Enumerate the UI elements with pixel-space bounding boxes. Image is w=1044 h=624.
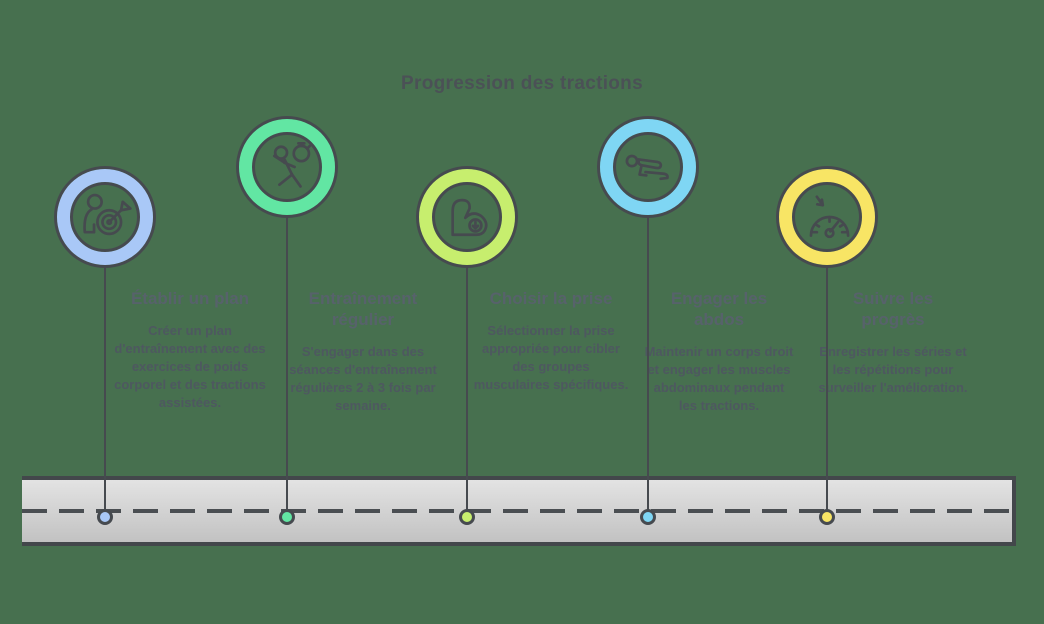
connector-line [647, 217, 649, 517]
milestone-text: Suivre les progrès Enregistrer les série… [808, 288, 978, 397]
milestone-circle [779, 169, 875, 265]
connector-line [104, 267, 106, 517]
milestone-text: Engager les abdos Maintenir un corps dro… [639, 288, 799, 415]
milestone-description: Sélectionner la prise appropriée pour ci… [473, 323, 629, 392]
road-marker-dot [97, 509, 113, 525]
milestone-text: Choisir la prise Sélectionner la prise a… [466, 288, 636, 394]
runner-stopwatch-icon [272, 142, 312, 188]
plank-abs-icon [625, 154, 669, 181]
milestone-description: Créer un plan d'entraînement avec des ex… [114, 323, 266, 410]
road-dashed-center-line [22, 509, 1012, 513]
milestone-heading: Entraînement régulier [308, 289, 418, 329]
milestone-heading: Établir un plan [130, 289, 250, 308]
milestone-circle [57, 169, 153, 265]
gauge-progress-icon [809, 195, 850, 239]
milestone-circle [600, 119, 696, 215]
road-marker-dot [279, 509, 295, 525]
milestone-description: Maintenir un corps droit et engager les … [644, 344, 794, 413]
milestone-description: S'engager dans des séances d'entraînemen… [289, 344, 437, 413]
road-marker-dot [819, 509, 835, 525]
milestone-text: Entraînement régulier S'engager dans des… [278, 288, 448, 415]
milestone-description: Enregistrer les séries et les répétition… [818, 344, 968, 395]
connector-line [286, 217, 288, 517]
person-target-goal-icon [83, 193, 132, 236]
milestone-heading: Suivre les progrès [852, 289, 934, 329]
milestone-circle [419, 169, 515, 265]
milestone-circle [239, 119, 335, 215]
milestone-text: Établir un plan Créer un plan d'entraîne… [105, 288, 275, 412]
connector-line [466, 267, 468, 517]
page-title: Progression des tractions [401, 73, 643, 94]
bicep-grip-icon [451, 198, 488, 237]
road-marker-dot [640, 509, 656, 525]
milestone-heading: Choisir la prise [489, 289, 613, 308]
connector-line [826, 267, 828, 517]
road-marker-dot [459, 509, 475, 525]
timeline-road [22, 476, 1016, 546]
milestone-heading: Engager les abdos [670, 289, 768, 329]
